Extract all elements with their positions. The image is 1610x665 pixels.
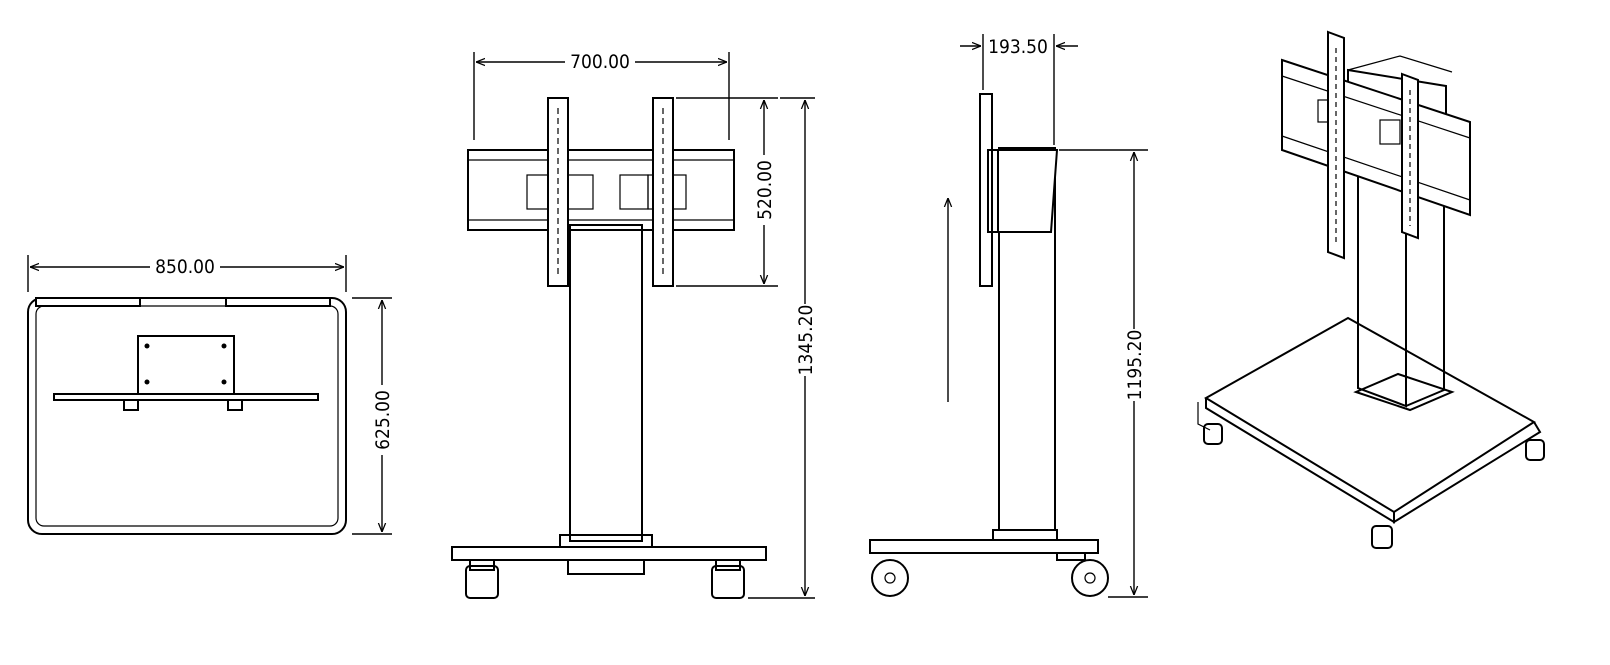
base-center-block bbox=[567, 559, 645, 575]
dimension-label-bg bbox=[752, 155, 776, 225]
base-front-edge bbox=[1205, 398, 1395, 524]
caster-front-left bbox=[1197, 402, 1211, 431]
column bbox=[569, 224, 643, 542]
dimension-label-bg bbox=[150, 256, 220, 276]
bolt-hole bbox=[221, 379, 227, 385]
dimension-label-bg bbox=[793, 304, 817, 376]
base-notch-right bbox=[225, 297, 331, 307]
caster-hub-right bbox=[1084, 572, 1096, 584]
top-view: 850.00 625.00 bbox=[27, 255, 394, 535]
isometric-view bbox=[1197, 30, 1545, 549]
vertical-bracket-left bbox=[1327, 30, 1345, 260]
dimension-top-depth: 625.00 bbox=[372, 390, 394, 450]
dimension-total-height: 1345.20 bbox=[795, 305, 817, 376]
column-head-top bbox=[1347, 55, 1453, 73]
frame-window-right-inner bbox=[619, 174, 649, 210]
dimension-side-offset: 193.50 bbox=[988, 36, 1048, 58]
dimension-side-height: 1195.20 bbox=[1124, 330, 1146, 401]
bolt-hole bbox=[144, 379, 150, 385]
frame-flange bbox=[1281, 75, 1471, 139]
caster-hub-left bbox=[884, 572, 896, 584]
front-view: 700.00 520.00 1345.20 bbox=[451, 51, 817, 599]
caster-left bbox=[123, 399, 139, 411]
bolt-hole bbox=[221, 343, 227, 349]
dimension-bracket-height: 520.00 bbox=[754, 160, 776, 220]
bolt-hole bbox=[144, 343, 150, 349]
column-plate bbox=[137, 335, 235, 395]
frame-window bbox=[1379, 119, 1401, 145]
caster-wheel-right bbox=[1071, 559, 1109, 597]
dimension-label-bg bbox=[370, 385, 394, 455]
screen-panel bbox=[979, 93, 993, 287]
caster-mount bbox=[1056, 552, 1086, 561]
side-view: 193.50 1195.20 bbox=[869, 34, 1148, 598]
frame-window-left-inner bbox=[564, 174, 594, 210]
dimension-label-bg bbox=[565, 51, 635, 71]
caster-wheel bbox=[1371, 525, 1393, 549]
caster-wheel bbox=[1525, 439, 1545, 461]
column-foot bbox=[992, 529, 1058, 541]
caster-left bbox=[465, 565, 499, 599]
dimension-top-width: 850.00 bbox=[155, 256, 215, 278]
dimension-label-bg bbox=[1122, 329, 1146, 401]
base-plate bbox=[451, 546, 767, 561]
column-front-face bbox=[1357, 86, 1407, 408]
base-plate bbox=[869, 539, 1099, 554]
caster-wheel bbox=[1203, 423, 1223, 445]
caster-wheel-left bbox=[871, 559, 909, 597]
caster-right bbox=[227, 399, 243, 411]
shelf-bar bbox=[53, 393, 319, 401]
column-foot-plate bbox=[1353, 372, 1455, 412]
dimension-bracket-width: 700.00 bbox=[570, 51, 630, 73]
mount-frame bbox=[467, 149, 735, 231]
base-right-edge bbox=[1393, 421, 1542, 524]
base-notch-left bbox=[35, 297, 141, 307]
caster-right bbox=[711, 565, 745, 599]
base-outline-inner bbox=[35, 305, 339, 527]
frame-flange bbox=[1281, 135, 1471, 201]
column-head bbox=[997, 149, 1059, 233]
base-top-face bbox=[1204, 316, 1536, 514]
base-outline-outer bbox=[27, 297, 347, 535]
